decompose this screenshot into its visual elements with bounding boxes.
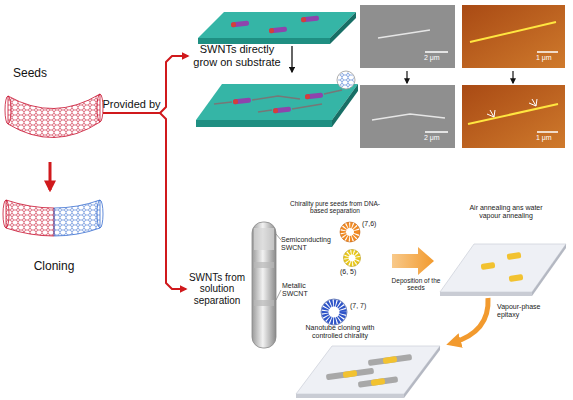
chirality-label: (6, 5): [340, 268, 356, 276]
process-arrow: [512, 71, 513, 83]
step-note: Vapour-phase epitaxy: [497, 303, 559, 319]
cloned-nanotube: [3, 200, 103, 236]
epitaxy-arrow: [452, 298, 488, 343]
step-note: Nanotube cloning with controlled chirali…: [296, 324, 384, 340]
seed-platform: [440, 244, 566, 296]
scale-bar-label: 2 μm: [424, 54, 440, 62]
substrate-slab: [196, 71, 358, 127]
deposition-arrow: [392, 247, 434, 275]
node-label: SWNTs from solution separation: [186, 272, 248, 307]
separation-vial: [252, 222, 281, 348]
step-note: Deposition of the seeds: [390, 277, 442, 292]
substrate-slab: [198, 12, 356, 44]
connector-arrow: [103, 56, 188, 113]
source-block: SWNTs directly grow on substrate: [188, 40, 286, 72]
type-label: Metallic SWCNT: [282, 282, 327, 298]
scale-bar-label: 1 μm: [536, 134, 552, 142]
step-note: Air annealing ans water vapour annealing: [460, 204, 552, 220]
source-block: SWNTs from solution separation: [186, 268, 248, 310]
type-label: Semiconducting SWCNT: [281, 236, 336, 252]
chirality-label: (7,6): [362, 220, 376, 228]
sem-image: [360, 5, 455, 148]
step-note: Chirality pure seeds from DNA-based sepa…: [290, 200, 380, 215]
cloning-platform: [296, 346, 440, 398]
connector-arrow: [49, 162, 52, 190]
node-label: Cloning: [5, 260, 103, 274]
node-label: SWNTs directly grow on substrate: [188, 43, 286, 68]
seed-block: Seeds: [5, 64, 103, 162]
connector-arrow: [103, 113, 186, 289]
chirality-label: (7, 7): [350, 302, 366, 310]
cloning-block: Cloning: [5, 190, 103, 274]
process-arrow: [406, 71, 407, 83]
seed-nanotube: [5, 94, 103, 138]
connector-label: Provided by: [102, 98, 160, 111]
scale-bar-label: 1 μm: [536, 54, 552, 62]
process-arrow: [291, 46, 292, 72]
afm-image: [462, 5, 565, 148]
node-label: Seeds: [13, 67, 103, 81]
scale-bar-label: 2 μm: [424, 134, 440, 142]
